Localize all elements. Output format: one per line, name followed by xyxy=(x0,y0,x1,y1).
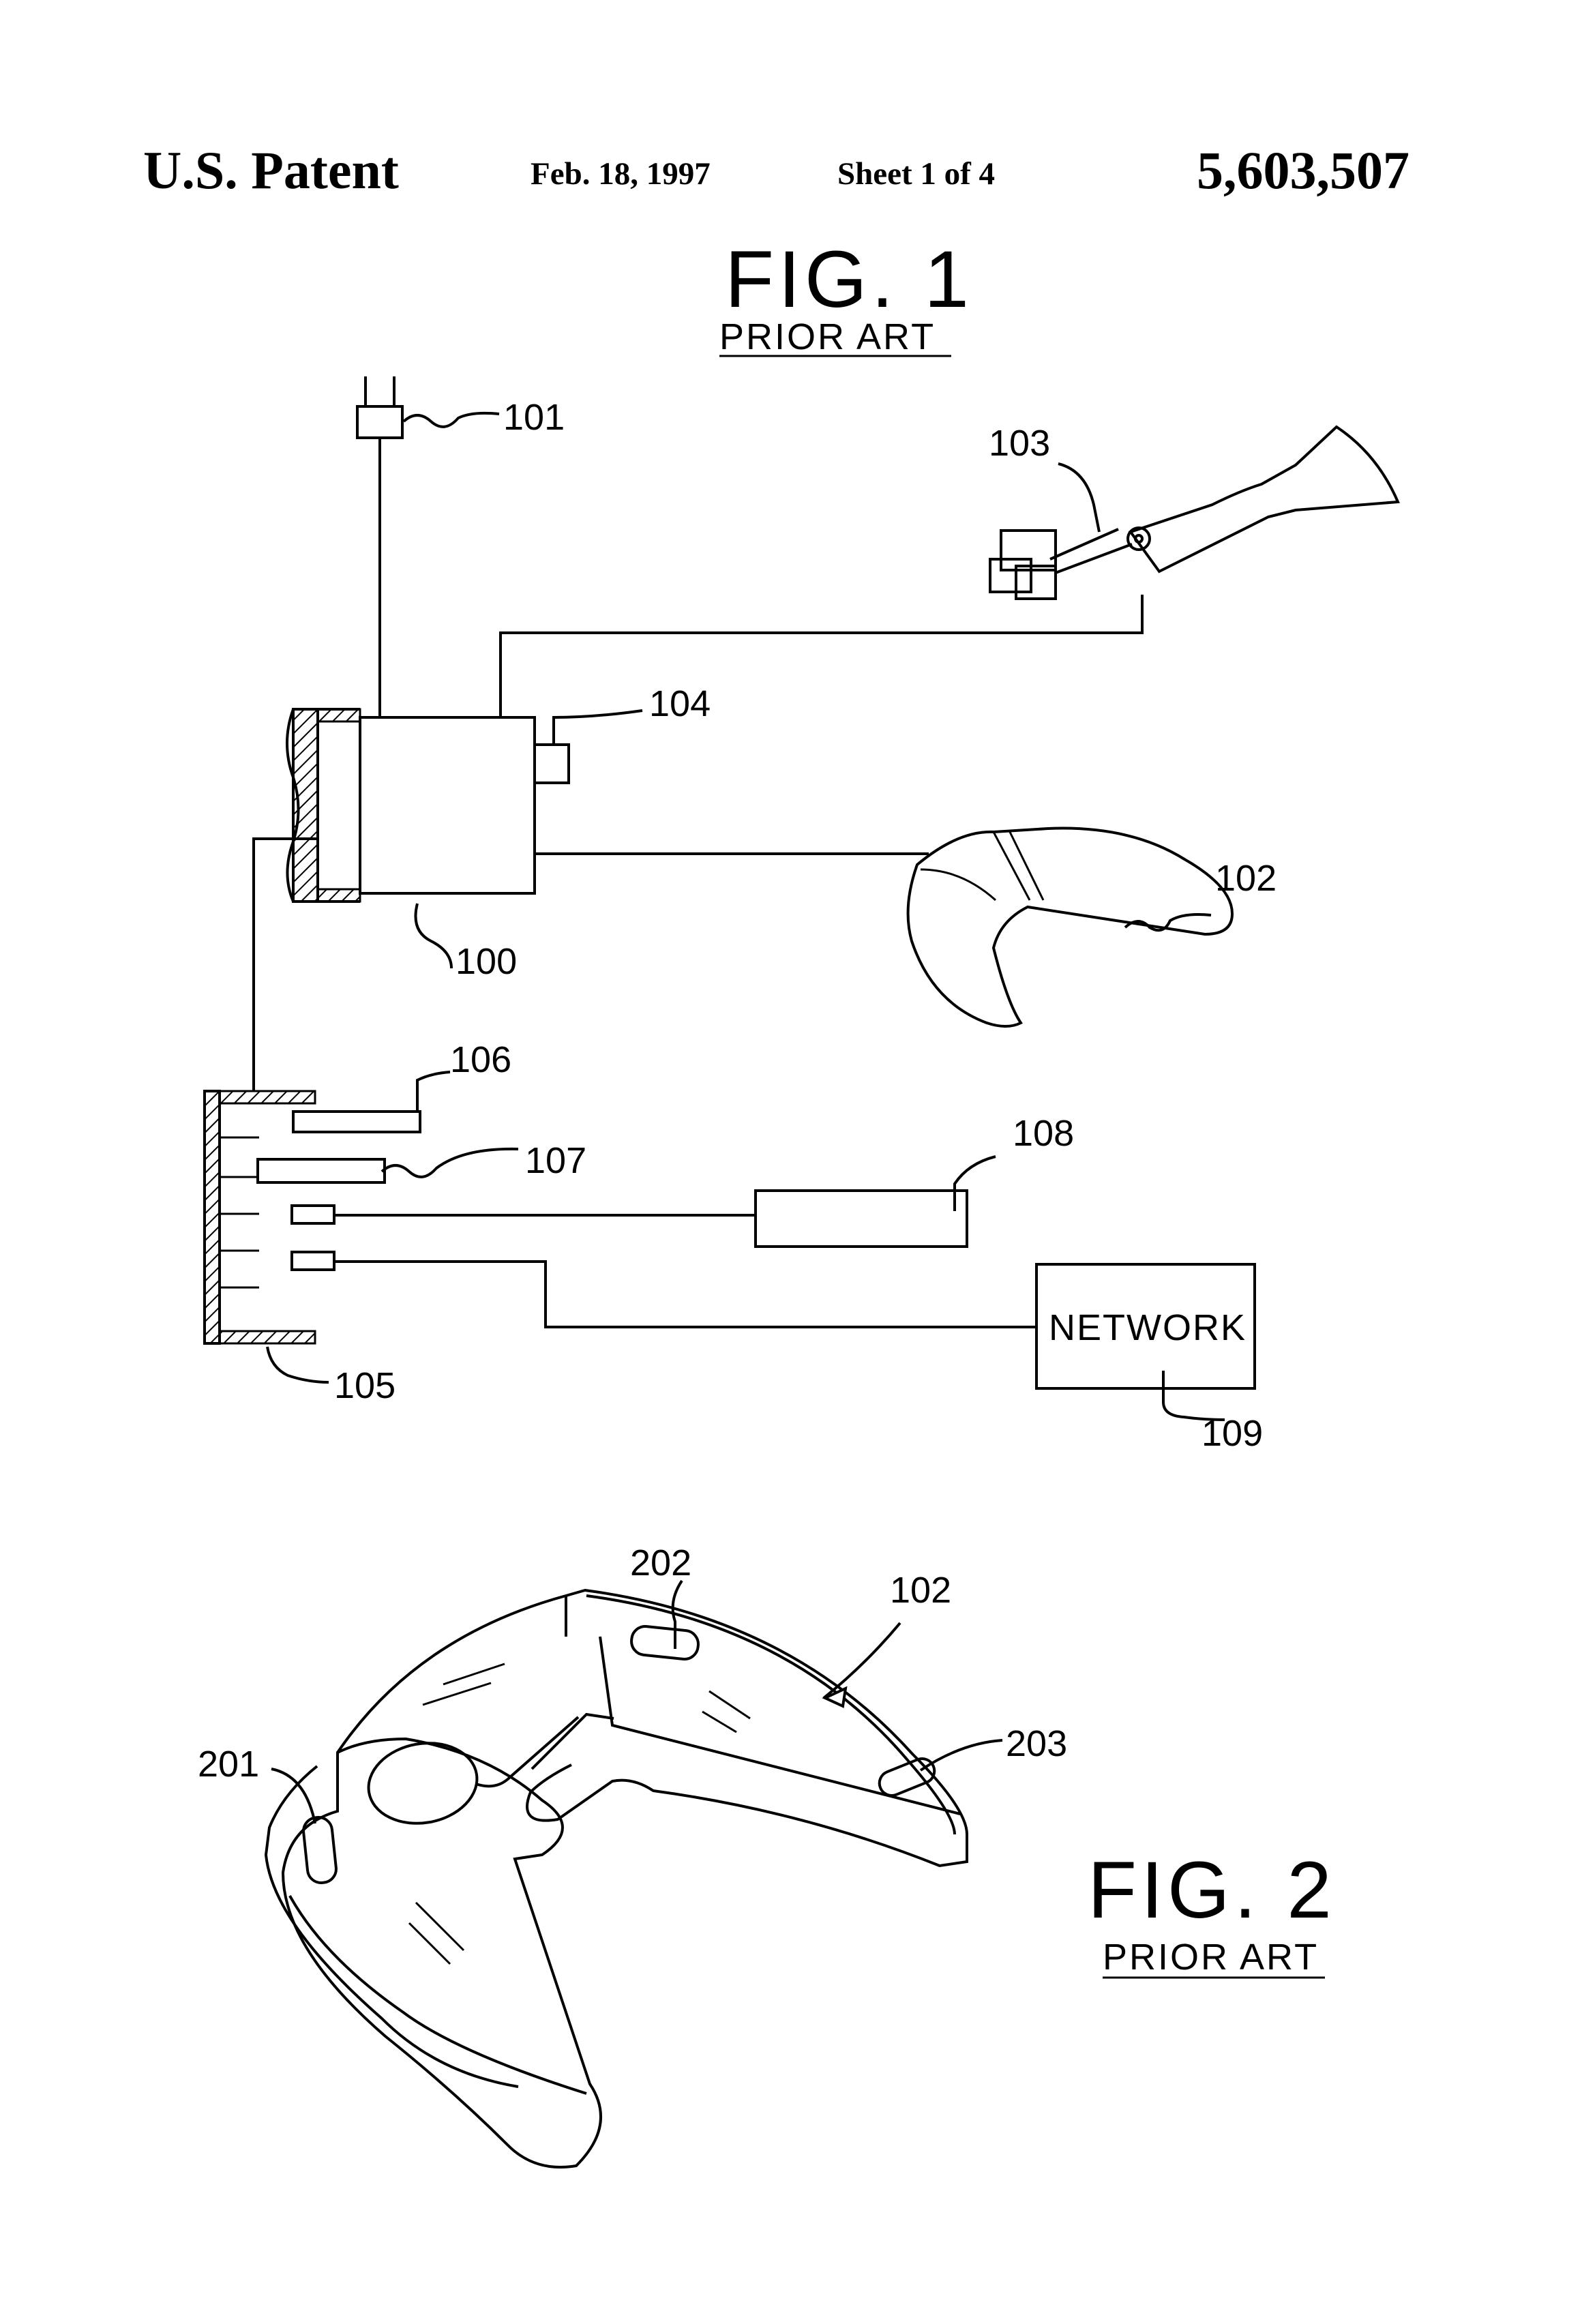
card-106 xyxy=(292,1110,421,1133)
leader-105 xyxy=(266,1346,329,1384)
card-107 xyxy=(256,1158,386,1184)
ref-108: 108 xyxy=(1013,1113,1074,1154)
ref-107: 107 xyxy=(525,1140,586,1181)
leader-107 xyxy=(380,1147,519,1178)
ref-102a: 102 xyxy=(1215,858,1277,899)
leader-202 xyxy=(671,1579,683,1649)
leader-106 xyxy=(416,1071,451,1112)
ref-105: 105 xyxy=(334,1365,395,1406)
connector-108 xyxy=(290,1204,335,1225)
leader-109 xyxy=(1162,1371,1225,1421)
connector-109 xyxy=(290,1251,335,1271)
leader-203 xyxy=(919,1739,1003,1772)
ref-106: 106 xyxy=(450,1039,511,1080)
fig2-subtitle: PRIOR ART xyxy=(1103,1937,1319,1978)
network-label: NETWORK xyxy=(1049,1307,1247,1348)
patent-header-sheet: Sheet 1 of 4 xyxy=(837,156,996,192)
power-plug-101 xyxy=(356,376,500,716)
leader-103 xyxy=(1058,462,1101,533)
leader-104 xyxy=(552,709,643,745)
arrowhead-102 xyxy=(822,1686,848,1708)
network-box-109 xyxy=(1035,1263,1256,1390)
rack-105 xyxy=(203,1090,421,1345)
wire-to-rack xyxy=(252,837,318,1091)
handpiece-102 xyxy=(906,826,1234,1028)
ref-100: 100 xyxy=(456,941,517,982)
handpiece-102-perspective xyxy=(264,1588,968,2169)
ref-203: 203 xyxy=(1006,1723,1067,1764)
ref-202: 202 xyxy=(630,1543,691,1583)
ref-102b: 102 xyxy=(890,1570,951,1611)
leader-102-fig2 xyxy=(822,1622,901,1699)
patent-header-number: 5,603,507 xyxy=(1197,140,1409,200)
fig1-title: FIG. 1 xyxy=(725,235,973,325)
patent-header-date: Feb. 18, 1997 xyxy=(531,156,711,192)
ref-201: 201 xyxy=(198,1744,259,1785)
figure-1: FIG. 1 PRIOR ART 101 100 104 xyxy=(203,235,1400,1454)
leader-201 xyxy=(271,1768,316,1824)
device-108 xyxy=(754,1189,968,1248)
figure-2: 202 102 203 201 FIG. 2 PRIOR ART xyxy=(198,1543,1336,2169)
fig1-subtitle: PRIOR ART xyxy=(719,316,936,357)
wire-to-network xyxy=(334,1260,1036,1328)
patent-header-title: U.S. Patent xyxy=(143,140,399,200)
ref-101: 101 xyxy=(503,397,565,438)
leader-108 xyxy=(953,1155,996,1211)
fig2-title: FIG. 2 xyxy=(1088,1845,1336,1935)
leader-102 xyxy=(1124,913,1212,932)
foot-pedal-103 xyxy=(989,425,1400,600)
leader-100 xyxy=(414,903,453,969)
ref-104: 104 xyxy=(649,683,711,724)
wire-to-pedal xyxy=(499,595,1144,717)
ref-103: 103 xyxy=(989,423,1050,464)
ref-109: 109 xyxy=(1202,1413,1263,1454)
main-unit-100 xyxy=(286,708,570,903)
